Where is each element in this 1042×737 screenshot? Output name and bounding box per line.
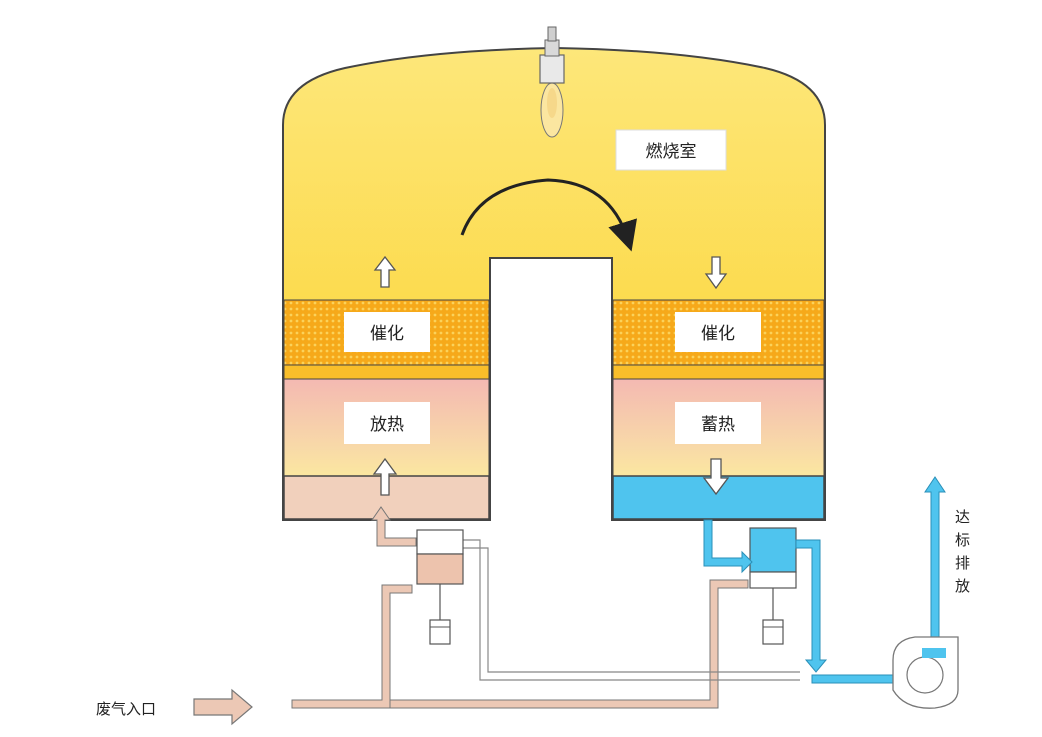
svg-text:催化: 催化 <box>701 324 735 344</box>
svg-text:蓄热: 蓄热 <box>701 415 735 435</box>
bypass-lines <box>463 539 800 681</box>
compliant-discharge-label: 达 标 排 放 <box>955 508 970 595</box>
svg-text:燃烧室: 燃烧室 <box>646 142 697 162</box>
right-catalysis-label: 催化 <box>675 312 761 352</box>
valve-icon <box>749 527 797 645</box>
svg-text:放热: 放热 <box>370 415 404 435</box>
spark-igniter-icon <box>539 26 565 138</box>
valve-icon <box>416 529 464 645</box>
left-catalysis-label: 催化 <box>344 312 430 352</box>
flow-curve-arrow-icon <box>460 178 637 252</box>
svg-text:达: 达 <box>955 508 970 526</box>
svg-text:催化: 催化 <box>370 324 404 344</box>
svg-text:放: 放 <box>955 577 970 595</box>
heat-release-label: 放热 <box>344 402 430 444</box>
up-arrow-icon <box>373 255 397 288</box>
clean-ductwork <box>703 476 946 690</box>
svg-text:排: 排 <box>955 554 970 572</box>
inlet-arrow-icon <box>193 688 253 726</box>
down-arrow-icon <box>702 458 730 496</box>
svg-text:标: 标 <box>955 531 970 549</box>
fan-icon <box>892 636 959 709</box>
heat-storage-label: 蓄热 <box>675 402 761 444</box>
left-catalyst-band <box>283 364 490 380</box>
down-arrow-icon <box>704 256 728 290</box>
inlet-ductwork <box>291 506 749 709</box>
combustion-chamber-label: 燃烧室 <box>615 129 727 171</box>
exhaust-inlet-label: 废气入口 <box>96 700 156 718</box>
right-catalyst-band <box>612 364 825 380</box>
up-arrow-icon <box>372 457 398 496</box>
